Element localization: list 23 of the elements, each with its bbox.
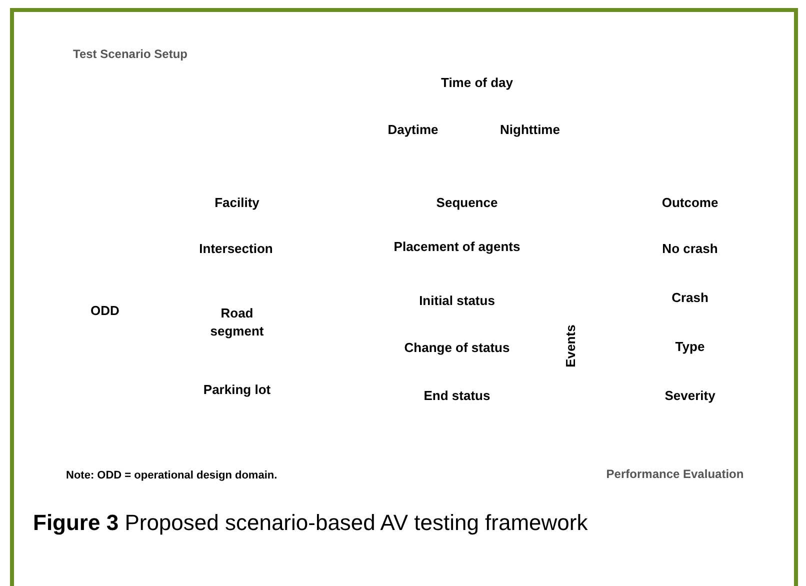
label-text: Crash: [672, 289, 708, 307]
label-text: Initial status: [419, 292, 495, 310]
label-text: Nighttime: [500, 121, 560, 139]
label-text: Change of status: [404, 339, 510, 357]
label-text: End status: [424, 387, 490, 405]
label-text: Placement of agents: [394, 238, 520, 256]
note-text: Note: ODD = operational design domain.: [66, 468, 278, 484]
label-text: Daytime: [388, 121, 438, 139]
label-text: Parking lot: [203, 381, 271, 399]
section-heading: Test Scenario Setup: [73, 46, 188, 62]
section-heading: Performance Evaluation: [606, 466, 744, 482]
label-text: Severity: [664, 387, 716, 405]
label-text: Type: [675, 338, 705, 356]
label-text: Time of day: [441, 74, 513, 92]
label-text: Road segment: [209, 304, 265, 340]
label-text: No crash: [662, 240, 718, 258]
label-text: Outcome: [662, 194, 718, 212]
label-text: Events: [562, 324, 580, 368]
label-text: Intersection: [199, 240, 273, 258]
figure-caption: Figure 3 Proposed scenario-based AV testing framework: [33, 510, 588, 536]
label-text: Sequence: [436, 194, 498, 212]
label-text: Facility: [214, 194, 260, 212]
label-text: ODD: [90, 302, 120, 320]
